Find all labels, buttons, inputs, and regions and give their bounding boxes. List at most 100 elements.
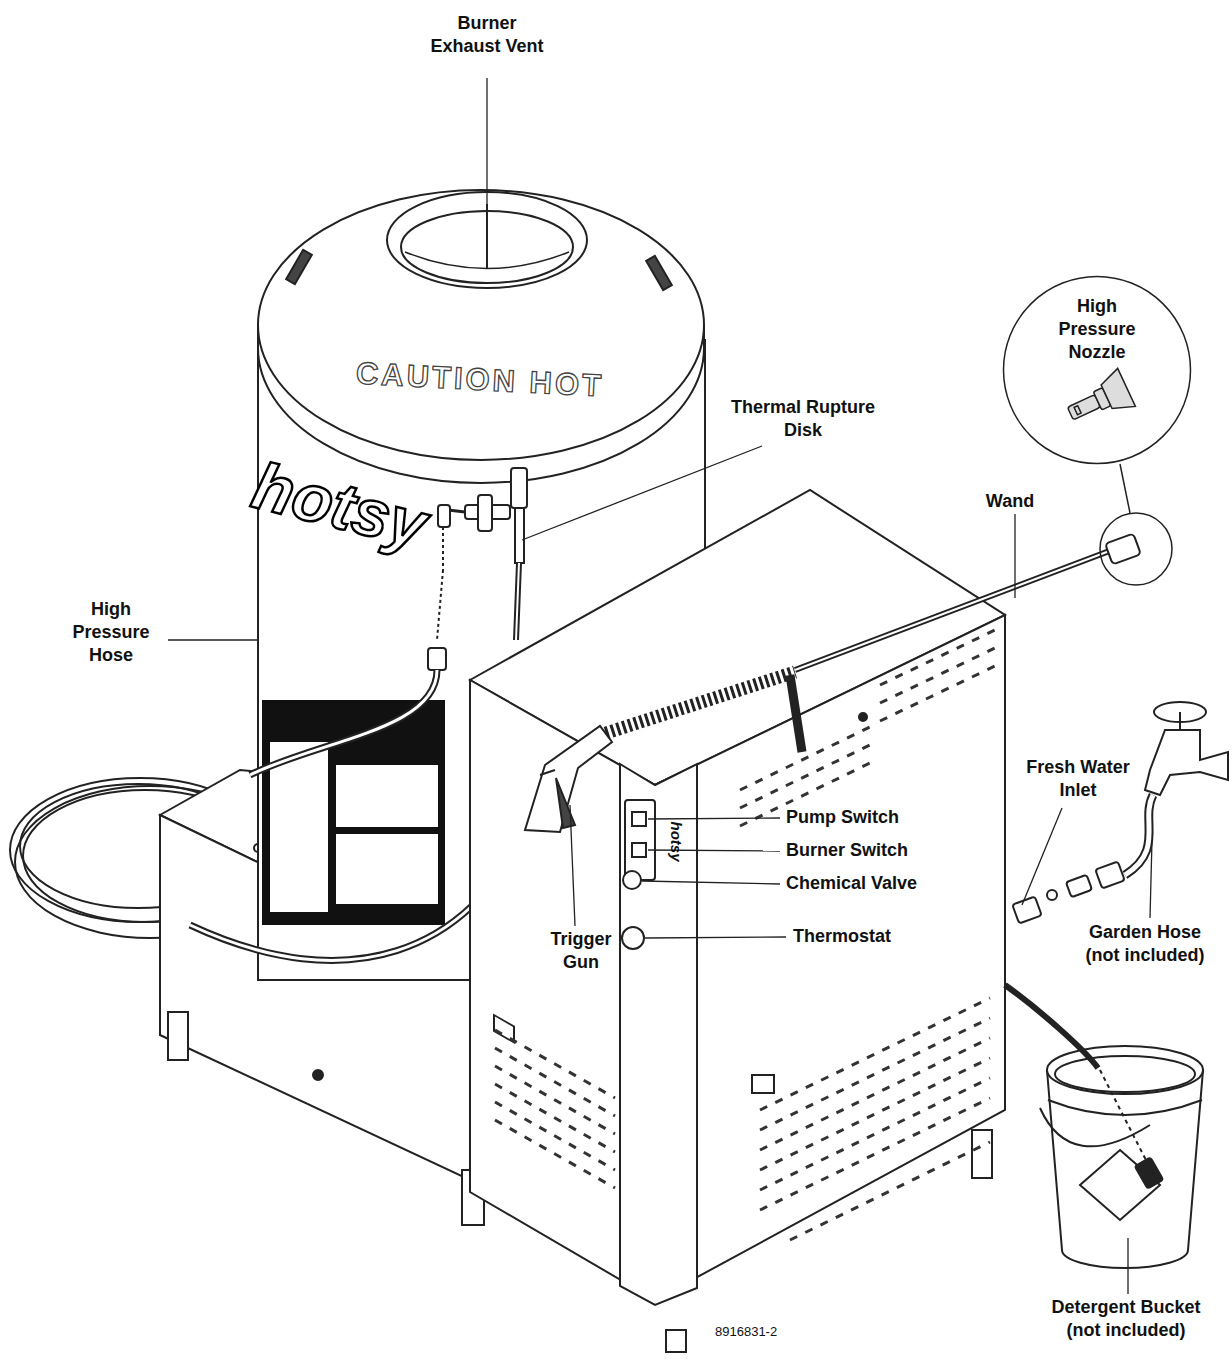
leader-lines-part (1150, 840, 1152, 918)
water-supply-part (1125, 795, 1153, 875)
detergent-bucket-part (1048, 1100, 1202, 1115)
part-label: Burner Switch (786, 839, 986, 862)
vent-slots-part (760, 998, 990, 1110)
detergent-bucket-part (1047, 1046, 1203, 1094)
leader-lines-part (642, 881, 780, 884)
leader-circle (1100, 464, 1172, 585)
water-supply-part (1145, 730, 1228, 795)
tank-plumbing-part (250, 670, 437, 775)
burner-tank-part (646, 256, 672, 290)
leader-lines-part (168, 639, 258, 640)
detergent-bucket-part (1005, 985, 1098, 1068)
part-label: Detergent Bucket (not included) (1039, 1296, 1214, 1342)
water-supply-part (1012, 896, 1041, 923)
vent-slots-part (760, 1098, 990, 1210)
part-label: Garden Hose (not included) (1070, 921, 1220, 967)
water-supply-part (1095, 861, 1124, 888)
trigger-gun-and-wand (525, 534, 1141, 832)
water-supply-part (1047, 890, 1057, 900)
vent-slots (495, 630, 995, 1240)
figure-number: 8916831-2 (715, 1320, 835, 1343)
leader-circle-part (1120, 464, 1130, 513)
leader-lines-part (645, 937, 786, 938)
cabinet-part (625, 800, 655, 880)
trigger-gun-and-wand-part (525, 726, 612, 832)
leader-lines-part (1127, 1238, 1128, 1294)
leader-lines (168, 78, 1152, 1294)
leader-lines-part (486, 78, 487, 266)
callout-circle: High Pressure Nozzle (1002, 275, 1192, 465)
leader-lines-part (1022, 808, 1062, 905)
cabinet-part (859, 713, 867, 721)
trigger-gun-and-wand-part (556, 778, 575, 828)
leader-lines-part (1014, 514, 1015, 598)
trigger-gun-and-wand-part (1105, 534, 1141, 565)
vent-slots-part (495, 1084, 615, 1152)
tank-plumbing-part (438, 505, 450, 527)
burner-tank-part (336, 834, 438, 904)
cabinet-part (972, 1130, 992, 1178)
cabinet-part (655, 615, 1005, 1300)
tank-plumbing-part (511, 468, 527, 508)
vent-slots-part (495, 1066, 615, 1134)
nozzle-symbol (1098, 368, 1136, 415)
nozzle-symbol (1061, 368, 1135, 432)
cabinet-part (666, 1330, 686, 1352)
tank-plumbing-part (250, 670, 437, 775)
cabinet-part (620, 764, 697, 1305)
vent-slots-part (495, 1120, 615, 1188)
vent-slots-part (760, 1058, 990, 1170)
vent-slots-part (495, 1030, 615, 1098)
water-supply-part (1179, 712, 1181, 730)
detergent-bucket-part (1040, 1108, 1150, 1146)
trigger-gun-and-wand-part (795, 550, 1112, 670)
tank-plumbing-part (478, 495, 492, 531)
vent-slots-part (760, 1018, 990, 1130)
vent-slots-part (495, 1048, 615, 1116)
trigger-gun-and-wand-part (600, 672, 795, 735)
tank-plumbing-part (437, 527, 443, 640)
detergent-bucket-part (1100, 1070, 1150, 1168)
part-label: Wand (970, 490, 1050, 513)
vent-slots-part (760, 1078, 990, 1190)
burner-tank-part (270, 742, 328, 912)
part-label: Trigger Gun (541, 928, 621, 974)
trigger-gun-and-wand-part (790, 675, 802, 752)
detergent-bucket-part (1047, 1070, 1203, 1268)
detergent-bucket (1005, 985, 1203, 1268)
tank-plumbing-part (515, 508, 524, 563)
cabinet-part (632, 812, 646, 826)
trigger-gun-and-wand-part (540, 770, 555, 775)
tank-plumbing-part (516, 563, 519, 640)
part-label: High Pressure Hose (64, 598, 159, 667)
cabinet-part (632, 843, 646, 857)
nozzle-symbol (1074, 406, 1081, 415)
vent-slots-part (880, 666, 995, 721)
leader-lines-part (570, 805, 575, 926)
leader-circle-part (1100, 513, 1172, 585)
detergent-bucket-part (1135, 1157, 1164, 1189)
part-label: Chemical Valve (786, 872, 986, 895)
part-label: Thermal Rupture Disk (723, 396, 883, 442)
burner-tank-part (336, 765, 438, 827)
burner-tank-part (262, 700, 445, 925)
vent-slots-part (740, 745, 870, 808)
part-label: Pump Switch (786, 806, 986, 829)
water-supply-part (1066, 875, 1092, 898)
vent-slots-part (740, 727, 870, 790)
cabinet-part (622, 927, 644, 949)
tank-plumbing-part (428, 648, 446, 670)
tank-plumbing-part (516, 563, 519, 640)
part-label: Fresh Water Inlet (1013, 756, 1143, 802)
callout-outline (1004, 277, 1191, 464)
burner-tank-part (258, 190, 704, 460)
vent-slots-part (790, 1142, 990, 1240)
part-label: Thermostat (793, 925, 993, 948)
part-label: Burner Exhaust Vent (425, 12, 549, 58)
water-supply (1012, 702, 1228, 924)
detergent-bucket-part (1055, 1056, 1195, 1092)
trigger-gun-and-wand-part (795, 550, 1112, 670)
cabinet-part (623, 871, 641, 889)
